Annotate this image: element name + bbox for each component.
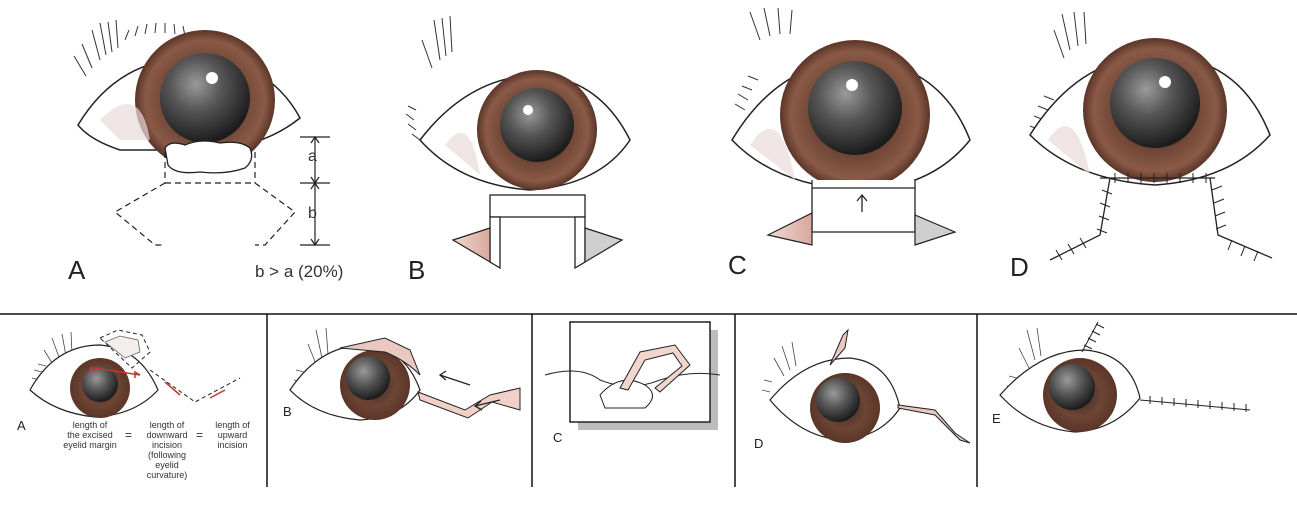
bottom-eye-a: [29, 329, 241, 418]
bottom-panel-a-label: A: [17, 418, 26, 433]
top-panel-a-label: A: [68, 255, 86, 285]
panel-dividers: [0, 313, 1297, 487]
bottom-panel-e-label: E: [992, 411, 1001, 426]
equals-sign-1: =: [125, 428, 133, 442]
top-panel-d-label: D: [1010, 252, 1029, 282]
bottom-eye-b: [289, 327, 521, 421]
top-panel-a-measure-b: b: [308, 205, 317, 222]
top-eye-d: [1029, 11, 1273, 262]
top-eye-b: [405, 15, 631, 270]
top-panel-a-note: b > a (20%): [255, 262, 344, 281]
bottom-panel-c-label: C: [553, 430, 563, 445]
top-eye-c: [731, 7, 971, 246]
equals-sign-2: =: [196, 428, 204, 442]
bottom-panel-b-label: B: [283, 404, 292, 419]
caption-upward-incision: length of upward incision: [215, 420, 250, 450]
caption-excised-margin: length of the excised eyelid margin: [63, 420, 117, 450]
bottom-panel-d-label: D: [754, 436, 764, 451]
bottom-eye-e: [999, 321, 1251, 433]
top-panel-a-measure-a: a: [308, 148, 317, 165]
bottom-diagram-c: [544, 321, 721, 430]
top-panel-b-label: B: [408, 255, 426, 285]
bottom-eye-d: [761, 328, 971, 444]
caption-downward-incision: length of downward incision (following e…: [146, 420, 188, 480]
top-row-illustration: [73, 7, 1273, 270]
top-eye-a: [73, 19, 330, 247]
top-panel-c-label: C: [728, 250, 747, 280]
